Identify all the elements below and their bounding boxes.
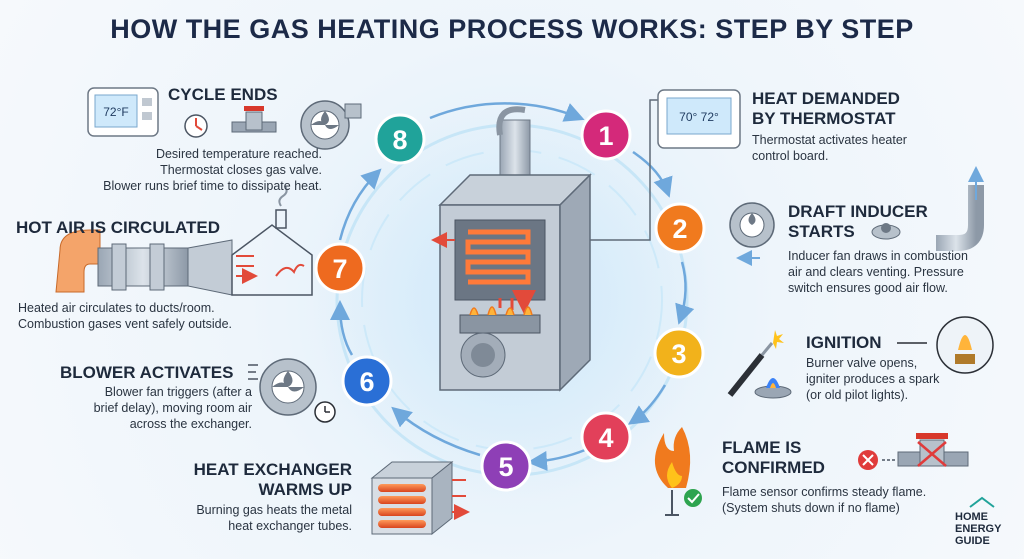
brand-line: GUIDE: [955, 535, 990, 547]
brand-logo-icon: [969, 496, 995, 508]
step-4-description: Flame sensor confirms steady flame. (Sys…: [722, 484, 952, 516]
step-2-heading: DRAFT INDUCER STARTS: [788, 202, 928, 242]
page-title: HOW THE GAS HEATING PROCESS WORKS: STEP …: [110, 14, 914, 44]
step-1-heading-line: HEAT DEMANDED: [752, 89, 900, 108]
heat-exchanger-icon: [370, 460, 466, 536]
step-5-heading-line: WARMS UP: [258, 480, 353, 499]
step-7-heading: HOT AIR IS CIRCULATED: [16, 218, 220, 237]
step-2-heading-line: STARTS: [788, 222, 855, 241]
step-6-circle: [341, 355, 393, 407]
step-8-heading: CYCLE ENDS: [168, 85, 278, 104]
step-3-description: Burner valve opens, igniter produces a s…: [806, 355, 956, 403]
step-8-desc-line: Blower runs brief time to dissipate heat…: [103, 179, 322, 193]
house-icon: [231, 185, 313, 296]
step-2-description: Inducer fan draws in combustion air and …: [788, 248, 1018, 296]
blower-fan-icon-step6: [248, 358, 317, 416]
timer-icon-step6: [314, 401, 336, 423]
step-6-desc-line: Blower fan triggers (after a: [104, 385, 252, 399]
gas-burner-flame-icon: [754, 378, 792, 399]
step-4-circle: [580, 411, 632, 463]
step-5-heading: HEAT EXCHANGER WARMS UP: [150, 460, 352, 500]
step-5-desc-line: heat exchanger tubes.: [228, 519, 352, 533]
step-7-desc-line: Combustion gases vent safely outside.: [18, 317, 233, 331]
step-1-number: 1: [598, 121, 613, 151]
brand-line: ENERGY: [955, 523, 1002, 535]
gas-valve-icon: [231, 106, 277, 133]
step-2-circle: [654, 202, 706, 254]
gas-valve-icon-step4: [897, 433, 969, 467]
igniter-icon: [727, 330, 784, 397]
step-5-desc-line: Burning gas heats the metal: [196, 503, 352, 517]
thermostat-icon-step1: 70° 72°: [657, 89, 741, 149]
step-4-heading-line: CONFIRMED: [722, 458, 825, 477]
x-mark-icon: [858, 450, 896, 470]
step-1-heading: HEAT DEMANDED BY THERMOSTAT: [752, 89, 900, 129]
step-5-heading-line: HEAT EXCHANGER: [193, 460, 352, 479]
step-5-description: Burning gas heats the metal heat exchang…: [150, 502, 352, 534]
thermostat-right-reading: 70° 72°: [679, 110, 719, 124]
step-2-desc-line: Inducer fan draws in combustion: [788, 249, 968, 263]
timer-icon: [184, 114, 208, 138]
step-3-desc-line: (or old pilot lights).: [806, 388, 909, 402]
step-1-desc-line: Thermostat activates heater: [752, 133, 907, 147]
brand-line: HOME: [955, 511, 988, 523]
step-4-number: 4: [598, 423, 613, 453]
step-3-desc-line: Burner valve opens,: [806, 356, 918, 370]
step-2-number: 2: [672, 214, 687, 244]
step-3-circle: [653, 327, 705, 379]
step-4-heading-line: FLAME IS: [722, 438, 802, 457]
step-7-circle: [314, 242, 366, 294]
duct-icon: [55, 229, 254, 296]
step-3-heading: IGNITION: [806, 333, 882, 352]
step-circles: 1 2 3 4 5 6 7 8: [314, 109, 706, 492]
pressure-switch-icon: [871, 223, 901, 240]
step-1-desc-line: control board.: [752, 149, 829, 163]
step-5-circle: [480, 440, 532, 492]
step-8-description: Desired temperature reached. Thermostat …: [20, 146, 322, 194]
step-3-desc-line: igniter produces a spark: [806, 372, 940, 386]
step-8-desc-line: Thermostat closes gas valve.: [160, 163, 322, 177]
step-5-number: 5: [498, 452, 513, 482]
brand-logo: HOME ENERGY GUIDE: [955, 511, 1001, 547]
step-7-description: Heated air circulates to ducts/room. Com…: [18, 300, 318, 332]
step-1-circle: [580, 109, 632, 161]
step-6-desc-line: brief delay), moving room air: [93, 401, 252, 415]
step-6-heading: BLOWER ACTIVATES: [60, 363, 234, 382]
step-4-heading: FLAME IS CONFIRMED: [722, 438, 825, 478]
cycle-arrows: [330, 102, 695, 471]
step-3-number: 3: [671, 339, 686, 369]
thermostat-left-reading: 72°F: [103, 105, 128, 119]
step-8-desc-line: Desired temperature reached.: [155, 147, 322, 161]
step-6-desc-line: across the exchanger.: [129, 417, 252, 431]
step-2-desc-line: switch ensures good air flow.: [788, 281, 948, 295]
step-7-number: 7: [332, 254, 347, 284]
step-7-desc-line: Heated air circulates to ducts/room.: [18, 301, 215, 315]
vent-pipe-icon: [936, 166, 984, 251]
thermostat-icon: 72°F: [87, 87, 159, 137]
step-6-number: 6: [359, 367, 374, 397]
pilot-light-icon: [936, 316, 994, 374]
step-2-desc-line: air and clears venting. Pressure: [788, 265, 964, 279]
inducer-fan-icon: [729, 202, 775, 266]
blower-fan-icon: [300, 100, 362, 150]
step-8-number: 8: [392, 125, 407, 155]
flame-icon: [654, 427, 691, 488]
step-1-description: Thermostat activates heater control boar…: [752, 132, 992, 164]
flame-sensor-icon: [665, 490, 679, 516]
step-1-heading-line: BY THERMOSTAT: [752, 109, 896, 128]
step-6-description: Blower fan triggers (after a brief delay…: [30, 384, 252, 432]
step-4-desc-line: (System shuts down if no flame): [722, 501, 900, 515]
checkmark-icon: [684, 489, 702, 507]
step-4-desc-line: Flame sensor confirms steady flame.: [722, 485, 927, 499]
furnace-icon: [431, 99, 665, 392]
step-2-heading-line: DRAFT INDUCER: [788, 202, 928, 221]
step-8-circle: [374, 113, 426, 165]
